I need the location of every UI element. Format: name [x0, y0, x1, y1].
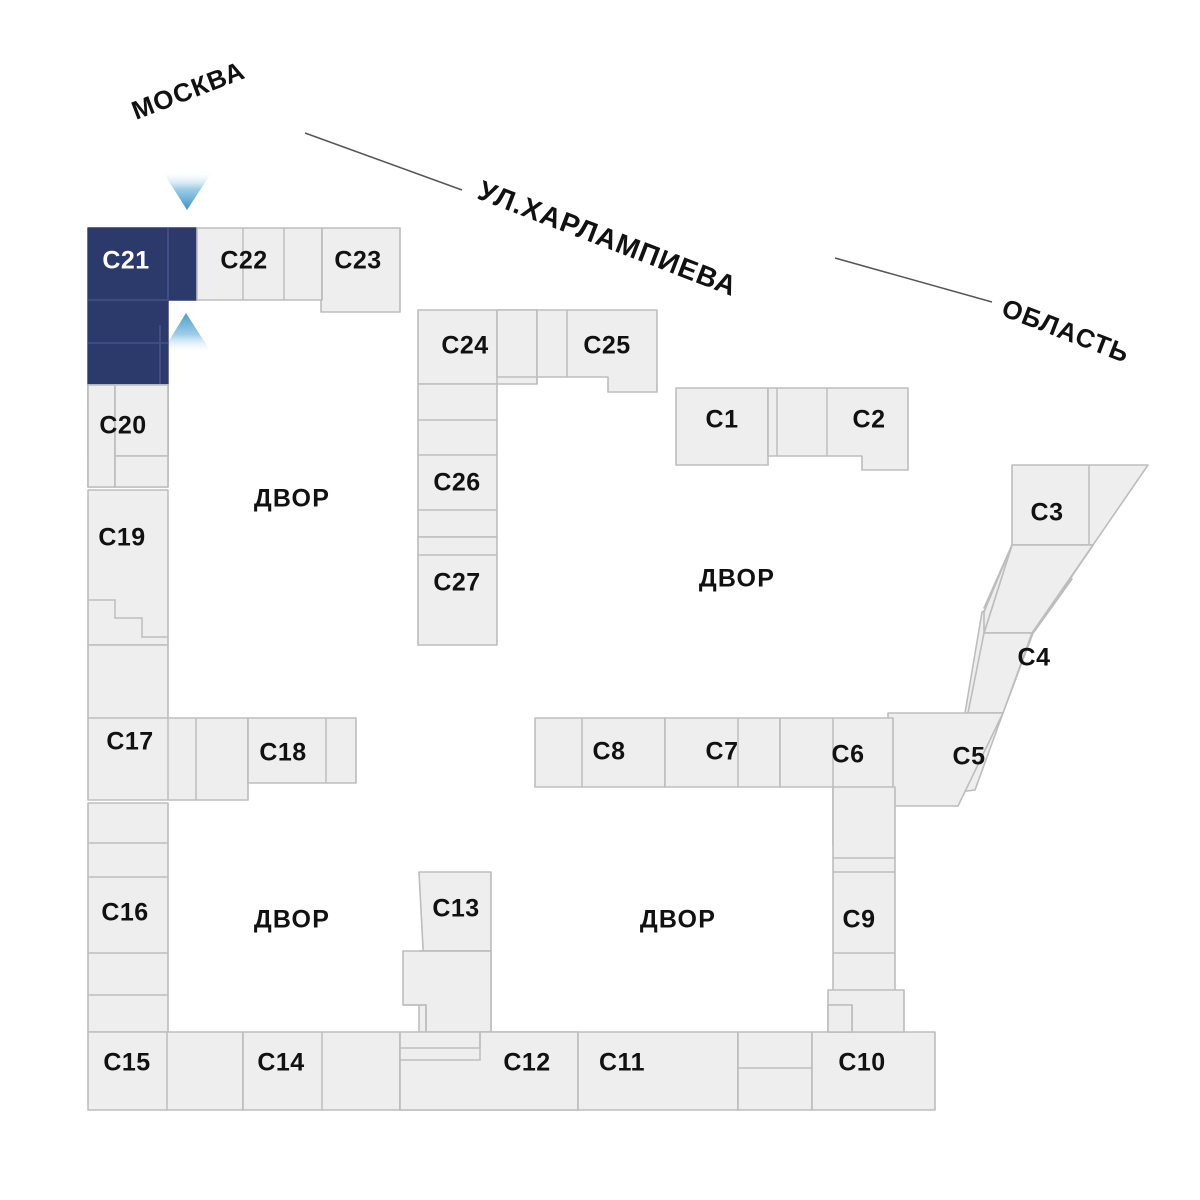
street-leader-line-right	[834, 257, 993, 303]
building-label-C7: C7	[706, 738, 739, 766]
building-label-C2: C2	[853, 406, 886, 434]
yard-label-4: ДВОР	[640, 906, 716, 934]
building-label-C10: C10	[838, 1049, 885, 1077]
building-C27[interactable]	[417, 536, 498, 646]
building-label-C12: C12	[503, 1049, 550, 1077]
yard-label-1: ДВОР	[254, 485, 330, 513]
building-label-C9: C9	[843, 906, 876, 934]
direction-label-oblast: ОБЛАСТЬ	[998, 293, 1134, 369]
building-label-C21: C21	[102, 247, 149, 275]
building-C13[interactable]	[402, 871, 492, 1033]
building-C16[interactable]	[87, 802, 169, 1033]
building-C15[interactable]	[87, 1031, 244, 1111]
building-label-C25: C25	[583, 332, 630, 360]
building-label-C5: C5	[953, 743, 986, 771]
building-C11-annex[interactable]	[737, 1031, 813, 1111]
building-label-C17: C17	[106, 728, 153, 756]
building-label-C6: C6	[832, 741, 865, 769]
building-label-C22: C22	[220, 247, 267, 275]
building-C2[interactable]	[767, 387, 909, 471]
building-label-C4: C4	[1018, 644, 1051, 672]
building-label-C18: C18	[259, 739, 306, 767]
yard-label-3: ДВОР	[254, 906, 330, 934]
building-label-C19: C19	[98, 524, 145, 552]
street-leader-line-left	[304, 132, 463, 191]
street-name-label: УЛ.ХАРЛАМПИЕВА	[474, 175, 742, 302]
building-label-C27: C27	[433, 569, 480, 597]
building-label-C15: C15	[103, 1049, 150, 1077]
building-label-C13: C13	[432, 895, 479, 923]
direction-label-moscow: МОСКВА	[127, 55, 249, 126]
building-C10-tower[interactable]	[827, 989, 905, 1033]
building-C20-lower[interactable]	[87, 384, 169, 488]
building-C25[interactable]	[536, 309, 658, 393]
building-C17[interactable]	[87, 644, 249, 801]
building-C23[interactable]	[320, 227, 401, 313]
building-label-C11: C11	[599, 1049, 645, 1077]
building-C18[interactable]	[247, 717, 357, 784]
building-label-C26: C26	[433, 469, 480, 497]
building-label-C23: C23	[334, 247, 381, 275]
building-C4[interactable]	[964, 544, 1094, 714]
direction-arrow-down	[163, 172, 212, 210]
building-C12[interactable]	[399, 1031, 579, 1111]
building-label-C14: C14	[257, 1049, 304, 1077]
building-label-C3: C3	[1031, 499, 1064, 527]
building-label-C8: C8	[593, 738, 626, 766]
building-C1[interactable]	[675, 387, 769, 466]
direction-arrow-up	[162, 313, 211, 352]
building-label-C24: C24	[441, 332, 488, 360]
building-label-C1: C1	[706, 406, 739, 434]
building-C26[interactable]	[417, 383, 498, 538]
building-C19[interactable]	[87, 489, 169, 646]
yard-label-2: ДВОР	[699, 565, 775, 593]
building-label-C16: C16	[101, 899, 148, 927]
building-label-C20: C20	[99, 412, 146, 440]
